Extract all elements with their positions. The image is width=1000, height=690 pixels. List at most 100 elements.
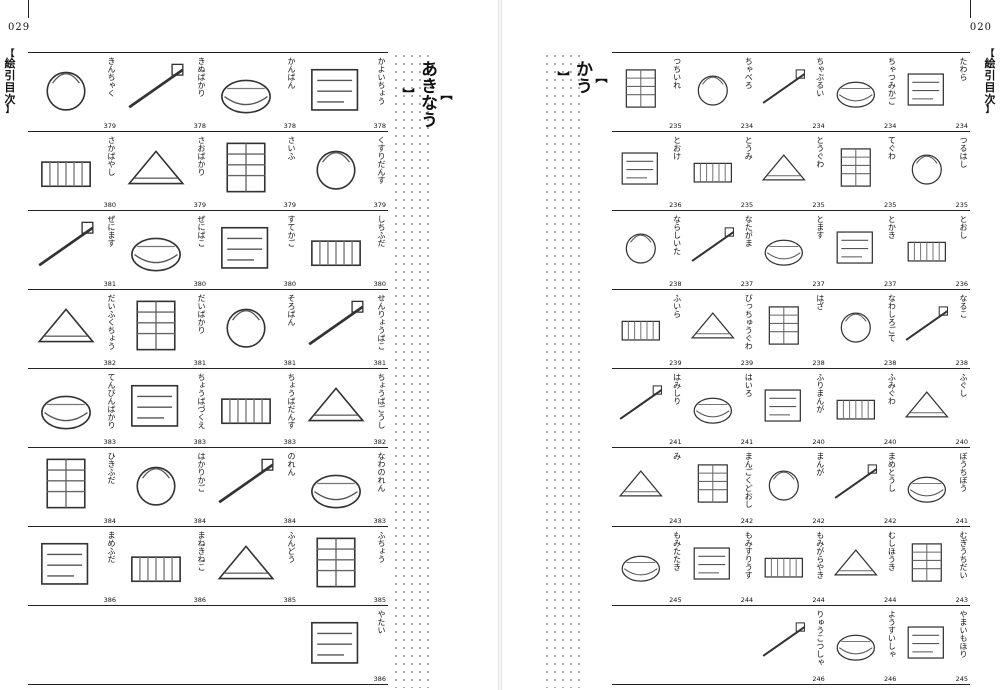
entry-illustration	[122, 138, 190, 201]
entry-page-number: 245	[955, 675, 968, 683]
entry-label: とかき	[887, 215, 897, 239]
right-grid-entry[interactable]: むしほうき 244	[827, 527, 899, 606]
right-grid-entry[interactable]: ふりまんが 240	[755, 369, 827, 448]
entry-label: とます	[815, 215, 825, 239]
entry-label: きんちゃく	[107, 57, 116, 97]
entry-page-number: 381	[193, 359, 206, 367]
entry-page-number: 240	[955, 438, 968, 446]
entry-page-number: 382	[103, 359, 116, 367]
entry-page-number: 244	[883, 596, 897, 604]
entry-page-number: 235	[740, 201, 754, 209]
entry-illustration	[122, 375, 190, 438]
entry-illustration	[902, 296, 952, 359]
entry-label: ふりまんが	[815, 373, 825, 413]
entry-illustration	[212, 59, 280, 122]
entry-illustration	[831, 454, 881, 517]
entry-label: ぜにます	[107, 215, 116, 247]
entry-label: まめとうし	[887, 452, 897, 492]
entry-label: ふいら	[672, 294, 682, 318]
entry-label: きぬばかり	[197, 57, 206, 97]
entry-label: むしほうき	[887, 531, 897, 571]
left-grid-bottom-rule	[28, 684, 388, 685]
entry-page-number: 241	[740, 438, 754, 446]
entry-illustration	[759, 296, 809, 359]
entry-illustration	[32, 138, 100, 201]
entry-page-number: 240	[812, 438, 825, 446]
entry-label: もみすりうす	[744, 531, 754, 579]
entry-label: ちゃつみかご	[887, 57, 897, 105]
entry-illustration	[122, 296, 190, 359]
entry-page-number: 384	[193, 517, 206, 525]
entry-label: まんが	[815, 452, 825, 476]
